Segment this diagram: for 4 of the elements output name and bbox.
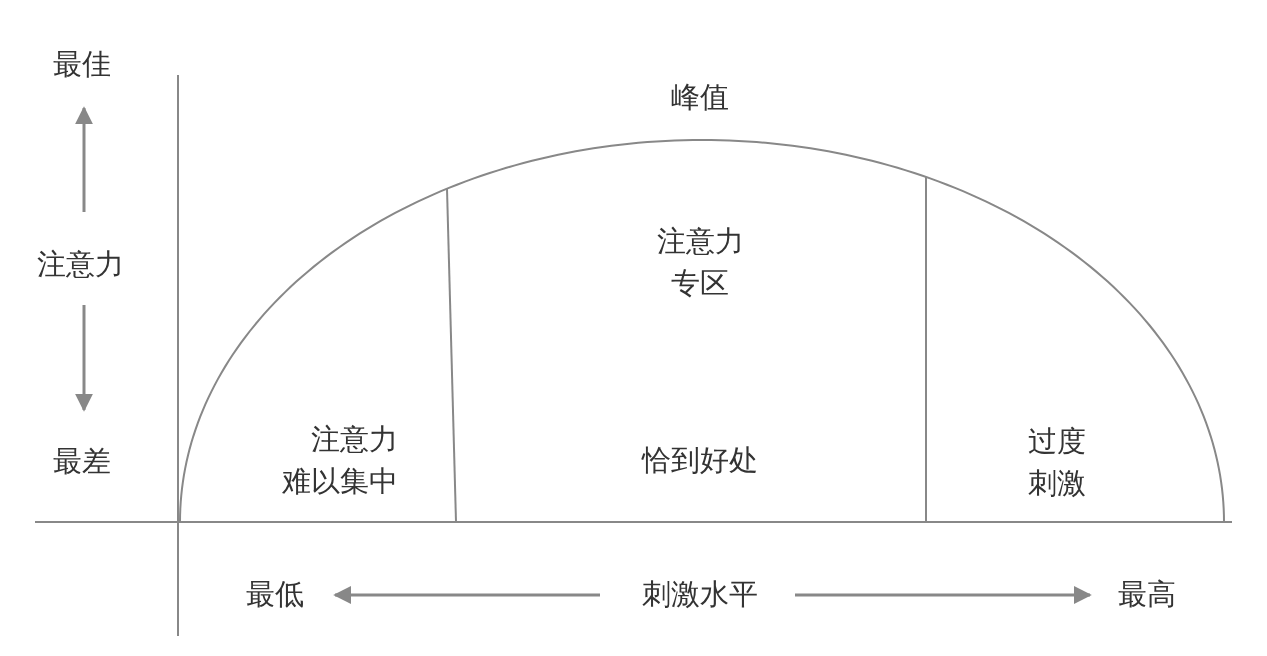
zone-label: 注意力难以集中 bbox=[282, 420, 398, 500]
zone-label: 注意力专区 bbox=[656, 222, 744, 302]
zone-label: 恰到好处 bbox=[640, 442, 759, 479]
zone-label: 过度刺激 bbox=[1028, 422, 1086, 502]
